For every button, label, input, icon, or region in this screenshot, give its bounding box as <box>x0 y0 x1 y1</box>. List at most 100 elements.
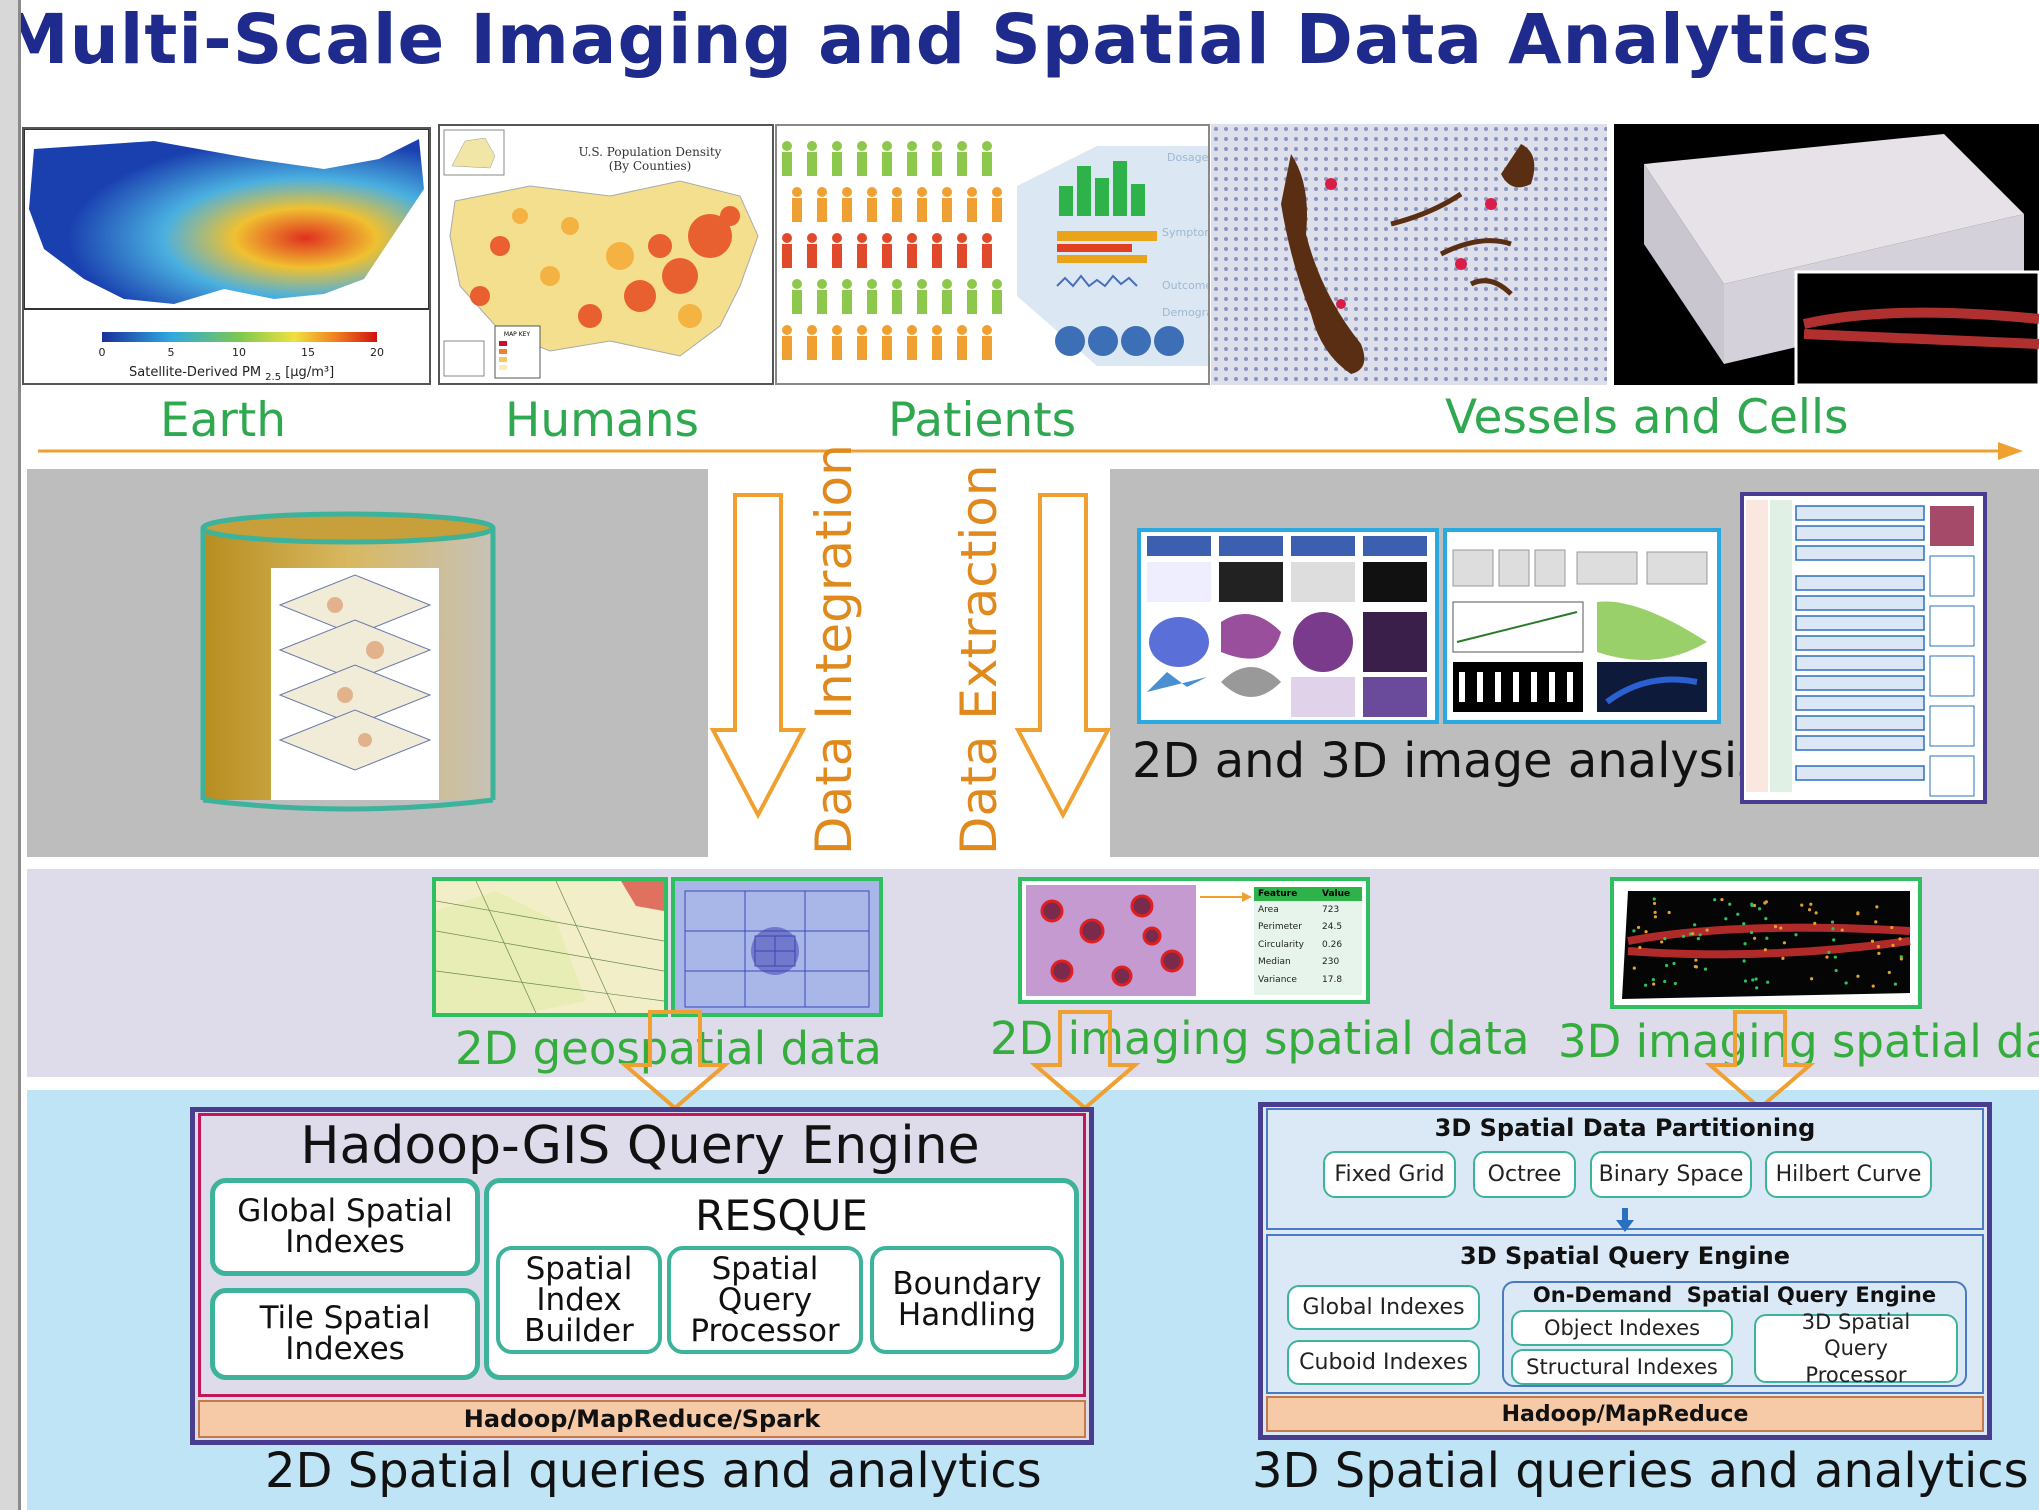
person-body-icon <box>782 244 792 268</box>
cell-dot <box>1638 945 1642 950</box>
person-body-icon <box>832 244 842 268</box>
partitioning-title: 3D Spatial Data Partitioning <box>1434 1114 1816 1142</box>
feature-table-cell: Area <box>1258 904 1279 915</box>
feature-table-cell: 723 <box>1322 904 1340 915</box>
cell-dot <box>1800 903 1804 907</box>
cell-dot <box>1814 911 1818 915</box>
feature-table-cell: Variance <box>1258 974 1297 985</box>
imaging3d-to-engine-arrow <box>1705 1010 1815 1110</box>
person-head-icon <box>907 233 917 243</box>
geospatial-map-1 <box>432 877 668 1017</box>
person-head-icon <box>882 325 892 335</box>
spatial-query-processor-label: Spatial Query Processor <box>690 1250 840 1349</box>
person-body-icon <box>882 244 892 268</box>
partition-to-query-arrow <box>1616 1208 1634 1232</box>
cell-dot <box>1673 981 1677 986</box>
colorbar-caption-sub: 2.5 <box>265 372 281 383</box>
patients-label-dosage: Dosage <box>1167 151 1208 164</box>
cell-dot <box>1813 921 1817 925</box>
analysis-pipeline-3 <box>1740 492 1987 804</box>
scale-label-earth: Earth <box>160 393 287 448</box>
person-head-icon <box>807 233 817 243</box>
person-body-icon <box>867 198 877 222</box>
person-head-icon <box>992 187 1002 197</box>
cell-dot <box>1827 950 1831 954</box>
person-body-icon <box>807 244 817 268</box>
person-body-icon <box>992 290 1002 314</box>
person-head-icon <box>882 233 892 243</box>
person-body-icon <box>957 336 967 360</box>
person-head-icon <box>857 233 867 243</box>
person-head-icon <box>942 279 952 289</box>
person-body-icon <box>932 336 942 360</box>
person-head-icon <box>957 325 967 335</box>
pop-map-key-title: MAP KEY <box>504 331 531 338</box>
cell-dot <box>1694 958 1698 962</box>
scale-label-humans: Humans <box>505 393 699 448</box>
person-body-icon <box>817 198 827 222</box>
cell-dot <box>1644 930 1648 934</box>
feature-table-row: Area 723 <box>1254 901 1362 919</box>
cell-dot <box>1693 964 1697 969</box>
pop-map-title-1: U.S. Population Density <box>579 145 722 159</box>
hadoop-gis-inner-frame <box>198 1113 1086 1397</box>
person-body-icon <box>857 152 867 176</box>
cell-dot <box>1632 966 1636 970</box>
hadoop-spark-label: Hadoop/MapReduce/Spark <box>463 1405 821 1433</box>
cell-dot <box>1899 957 1904 961</box>
cell-dot <box>1742 959 1746 963</box>
person-head-icon <box>957 233 967 243</box>
cell-dot <box>1856 912 1860 916</box>
cell-dot <box>1764 917 1768 921</box>
person-head-icon <box>957 141 967 151</box>
cell-dot <box>1856 974 1860 978</box>
boundary-handling-label: Boundary Handling <box>892 1266 1042 1333</box>
cell-dot <box>1651 978 1655 982</box>
hadoop-mapreduce-bar: Hadoop/MapReduce <box>1266 1396 1984 1432</box>
person-body-icon <box>917 290 927 314</box>
person-head-icon <box>992 279 1002 289</box>
tissue-vessels-image <box>1211 124 1607 385</box>
colorbar-tick-0: 0 <box>99 346 106 359</box>
cell-dot <box>1890 925 1894 930</box>
person-head-icon <box>842 279 852 289</box>
person-body-icon <box>932 244 942 268</box>
person-body-icon <box>817 290 827 314</box>
cell-dot <box>1742 922 1746 926</box>
cell-dot <box>1773 924 1778 929</box>
person-head-icon <box>832 141 842 151</box>
data-integration-label: Data Integration <box>805 444 863 855</box>
cell-dot <box>1876 945 1881 949</box>
query-processor-3d-box: 3D Spatial Query Processor <box>1754 1310 1958 1387</box>
cell-dot <box>1807 908 1812 912</box>
cell-dot <box>1632 929 1636 933</box>
feature-table-header-cell: Value <box>1322 889 1351 899</box>
person-body-icon <box>882 336 892 360</box>
person-body-icon <box>982 336 992 360</box>
person-head-icon <box>917 279 927 289</box>
person-body-icon <box>942 290 952 314</box>
feature-table-cell: Circularity <box>1258 939 1305 950</box>
cell-dot <box>1713 898 1717 902</box>
cell-dot <box>1665 963 1669 968</box>
cell-dot <box>1875 905 1879 909</box>
person-head-icon <box>982 233 992 243</box>
svg-text:Satellite-Derived PM 2.5: Satellite-Derived PM 2.5 [μg/m³] <box>129 365 334 383</box>
person-head-icon <box>892 279 902 289</box>
data-extraction-arrow <box>1014 493 1112 820</box>
query-engine-title: 3D Spatial Query Engine <box>1460 1242 1790 1270</box>
person-body-icon <box>907 152 917 176</box>
cell-dot <box>1810 977 1814 981</box>
cell-dot <box>1705 928 1709 932</box>
person-head-icon <box>932 141 942 151</box>
person-head-icon <box>917 187 927 197</box>
person-body-icon <box>842 198 852 222</box>
person-body-icon <box>957 244 967 268</box>
cell-dot <box>1832 938 1836 942</box>
cell-dot <box>1751 978 1755 982</box>
cell-dot <box>1724 917 1728 921</box>
cell-dot <box>1877 951 1881 955</box>
cell-dot <box>1891 943 1895 947</box>
